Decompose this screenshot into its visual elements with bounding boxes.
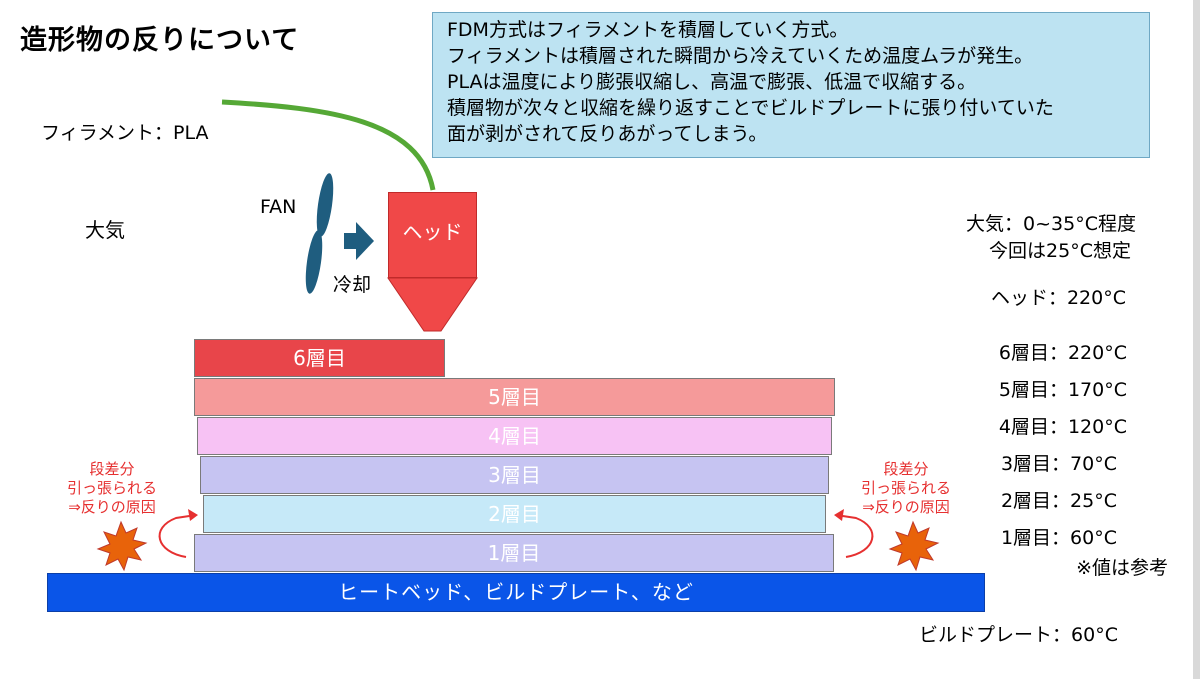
temp-layer-2: 2層目：25°C bbox=[1000, 490, 1117, 512]
heat-bed: ヒートベッド、ビルドプレート、など bbox=[47, 573, 985, 612]
cooling-label: 冷却 bbox=[333, 274, 372, 296]
atmosphere-label: 大気 bbox=[85, 218, 125, 242]
layer-1: 1層目 bbox=[194, 534, 834, 572]
layer-6: 6層目 bbox=[194, 339, 445, 377]
note-line: PLAは温度により膨張収縮し、高温で膨張、低温で収縮する。 bbox=[447, 71, 977, 93]
temp-head: ヘッド：220°C bbox=[990, 287, 1126, 309]
arrow-right-icon bbox=[344, 222, 374, 260]
filament-label: フィラメント：PLA bbox=[41, 122, 209, 144]
temp-layer-4: 4層目：120°C bbox=[998, 416, 1127, 438]
note-line: フィラメントは積層された瞬間から冷えていくため温度ムラが発生。 bbox=[447, 45, 1034, 67]
temp-atmosphere: 大気：0~35°C程度 bbox=[966, 213, 1136, 235]
warp-note-right: 段差分 引っ張られる ⇒反りの原因 bbox=[860, 460, 951, 516]
filament-line bbox=[221, 99, 436, 191]
note-line: 積層物が次々と収縮を繰り返すことでビルドプレートに張り付いていた bbox=[447, 97, 1054, 119]
fan-icon bbox=[305, 173, 334, 294]
temp-layer-1: 1層目：60°C bbox=[1000, 527, 1117, 549]
temp-layer-6: 6層目：220°C bbox=[998, 342, 1127, 364]
temp-layer-3: 3層目：70°C bbox=[1000, 453, 1117, 475]
print-head: ヘッド bbox=[388, 192, 477, 278]
warp-note-left: 段差分 引っ張られる ⇒反りの原因 bbox=[66, 460, 157, 516]
slide-edge bbox=[1193, 0, 1200, 679]
temp-layer-5: 5層目：170°C bbox=[998, 379, 1127, 401]
burst-icon bbox=[96, 520, 148, 572]
layer-4: 4層目 bbox=[197, 417, 832, 455]
layer-3: 3層目 bbox=[200, 456, 829, 494]
layer-2: 2層目 bbox=[203, 495, 826, 533]
fan-label: FAN bbox=[260, 196, 297, 218]
burst-icon bbox=[888, 520, 940, 572]
temp-disclaimer: ※値は参考 bbox=[1076, 557, 1168, 579]
curved-arrow-icon bbox=[834, 509, 874, 558]
curved-arrow-icon bbox=[158, 509, 198, 558]
explanation-box: FDM方式はフィラメントを積層していく方式。 フィラメントは積層された瞬間から冷… bbox=[432, 12, 1150, 158]
temp-build-plate: ビルドプレート：60°C bbox=[919, 624, 1118, 646]
note-line: 面が剥がされて反りあがってしまう。 bbox=[447, 123, 768, 145]
layer-5: 5層目 bbox=[194, 378, 835, 416]
temp-atmosphere-note: 今回は25°C想定 bbox=[989, 240, 1131, 262]
note-line: FDM方式はフィラメントを積層していく方式。 bbox=[447, 19, 849, 41]
nozzle-cone bbox=[387, 277, 478, 332]
page-title: 造形物の反りについて bbox=[20, 25, 300, 56]
